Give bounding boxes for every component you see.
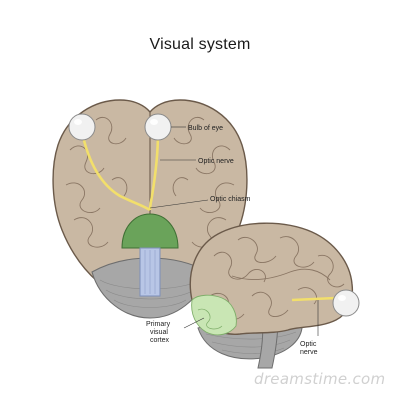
eyeball-right bbox=[144, 113, 172, 141]
watermark: dreamstime.com bbox=[254, 370, 386, 388]
eyeball-left bbox=[68, 113, 96, 141]
label-optic-chiasm: Optic chiasm bbox=[210, 196, 251, 203]
eyeball-lateral bbox=[332, 289, 360, 317]
label-primary-visual-cortex-2: visual bbox=[150, 329, 168, 336]
label-optic-nerve-side-2: nerve bbox=[300, 349, 318, 356]
label-primary-visual-cortex-3: cortex bbox=[150, 337, 170, 344]
optic-nerve-left bbox=[80, 131, 151, 212]
label-bulb-of-eye: Bulb of eye bbox=[188, 125, 223, 132]
optic-nerve-right bbox=[148, 131, 160, 211]
leader-primary-visual-cortex bbox=[183, 317, 205, 329]
leader-optic-chiasm bbox=[149, 199, 209, 209]
label-primary-visual-cortex-1: Primary bbox=[146, 321, 171, 328]
gyri-inferior bbox=[65, 116, 235, 248]
primary-visual-cortex-region bbox=[191, 294, 237, 336]
occipital-region bbox=[121, 213, 179, 249]
label-optic-nerve-side-1: Optic bbox=[300, 341, 317, 348]
lateral-brain-view: Primary visual cortex Optic nerve bbox=[146, 222, 360, 369]
diagram-title: Visual system bbox=[149, 36, 251, 53]
optic-nerve-lateral bbox=[291, 296, 337, 302]
label-optic-nerve: Optic nerve bbox=[198, 158, 234, 165]
